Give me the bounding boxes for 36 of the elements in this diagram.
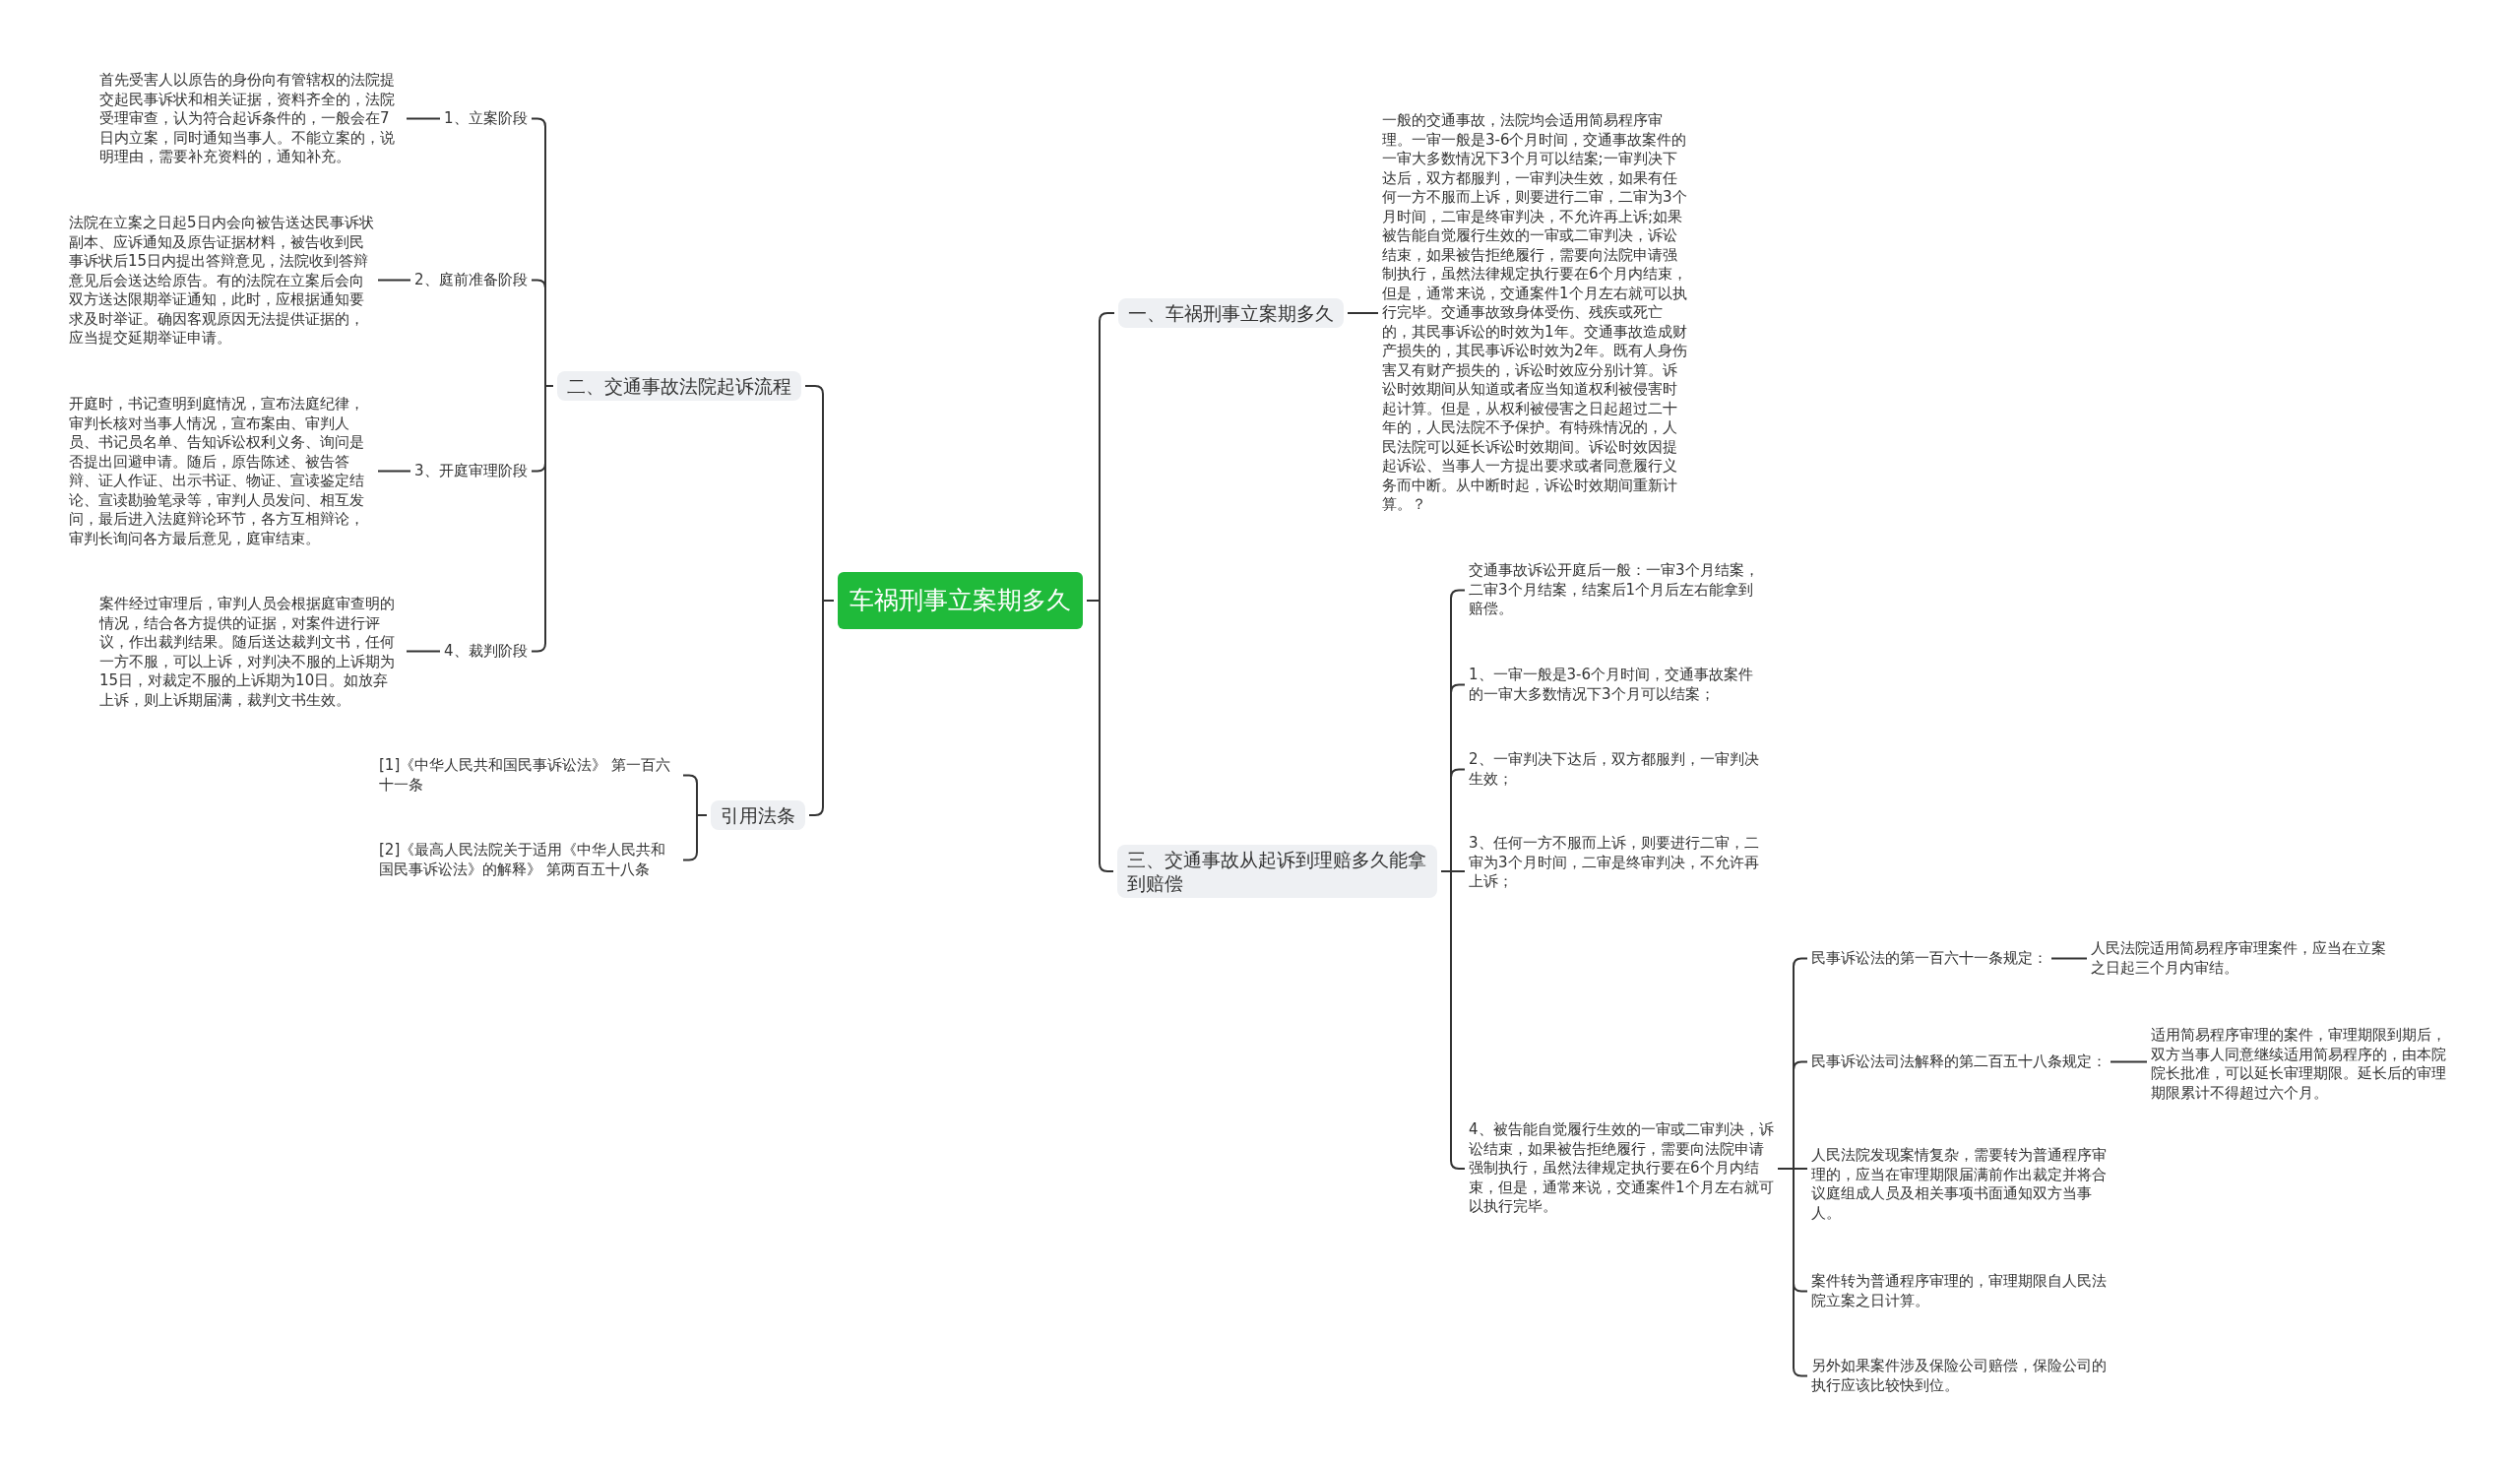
note-text: 3、任何一方不服而上诉，则要进行二审，二审为3个月时间，二审是终审判决，不允许再上诉； bbox=[1469, 834, 1769, 892]
note-text: 法院在立案之日起5日内会向被告送达民事诉状副本、应诉通知及原告证据材料，被告收到民事诉状后15日内提出答辩意见，法院收到答辩意见后会送达给原告。有的法院在立案后会向双方送达限期举证通知，此时，应根据通知要求及时举证。确因客观原因无法提供证据的，应当提交延期举证申请。 bbox=[69, 214, 374, 349]
note-text: 人民法院适用简易程序审理案件，应当在立案之日起三个月内审结。 bbox=[2091, 939, 2396, 978]
note-text: 开庭时，书记查明到庭情况，宣布法庭纪律，审判长核对当事人情况，宣布案由、审判人员、书记员名单、告知诉讼权利义务、询问是否提出回避申请。随后，原告陈述、被告答辩、证人作证、出示书证、物证、宣读鉴定结论、宣读勘验笔录等，审判人员发问、相互发问，最后进入法庭辩论环节，各方互相辩论，审判长询问各方最后意见，庭审结束。 bbox=[69, 395, 374, 548]
note-text: 首先受害人以原告的身份向有管辖权的法院提交起民事诉状和相关证据，资料齐全的，法院受理审查，认为符合起诉条件的，一般会在7日内立案，同时通知当事人。不能立案的，说明理由，需要补充资料的，通知补充。 bbox=[99, 71, 403, 167]
rule-label: 民事诉讼法司法解释的第二百五十八条规定： bbox=[1811, 1052, 2107, 1071]
citation-text: [2]《最高人民法院关于适用《中华人民共和国民事诉讼法》的解释》 第两百五十八条 bbox=[379, 841, 679, 879]
stage-label: 3、开庭审理阶段 bbox=[414, 462, 528, 480]
rule-label: 民事诉讼法的第一百六十一条规定： bbox=[1811, 949, 2048, 968]
branch-topic-box: 一、车祸刑事立案期多久 bbox=[1118, 298, 1344, 328]
connector-line bbox=[2110, 1060, 2148, 1063]
stage-label: 1、立案阶段 bbox=[444, 109, 528, 128]
note-text: 人民法院发现案情复杂，需要转为普通程序审理的，应当在审理期限届满前作出裁定并将合议庭组成人员及相关事项书面通知双方当事人。 bbox=[1811, 1146, 2114, 1223]
connector-line bbox=[406, 650, 441, 653]
note-text: 1、一审一般是3-6个月时间，交通事故案件的一审大多数情况下3个月可以结案； bbox=[1469, 666, 1764, 704]
stage-label: 2、庭前准备阶段 bbox=[414, 271, 528, 289]
note-text: 交通事故诉讼开庭后一般：一审3个月结案，二审3个月结案，结案后1个月后左右能拿到赔偿。 bbox=[1469, 561, 1764, 619]
note-text: 案件转为普通程序审理的，审理期限自人民法院立案之日计算。 bbox=[1811, 1272, 2114, 1310]
connector-line bbox=[377, 470, 411, 473]
note-text: 案件经过审理后，审判人员会根据庭审查明的情况，结合各方提供的证据，对案件进行评议，作出裁判结果。随后送达裁判文书，任何一方不服，可以上诉，对判决不服的上诉期为15日，对裁定不服的上诉期为10日。如放弃上诉，则上诉期届满，裁判文书生效。 bbox=[99, 595, 403, 710]
note-text: 4、被告能自觉履行生效的一审或二审判决，诉讼结束，如果被告拒绝履行，需要向法院申请强制执行，虽然法律规定执行要在6个月内结束，但是，通常来说，交通案件1个月左右就可以执行完毕。 bbox=[1469, 1120, 1774, 1217]
connector-line bbox=[1347, 312, 1379, 314]
connector-line bbox=[377, 279, 411, 282]
connector-line bbox=[2050, 957, 2088, 960]
note-text: 一般的交通事故，法院均会适用简易程序审理。一审一般是3-6个月时间，交通事故案件的一审大多数情况下3个月可以结案;一审判决下达后，双方都服判，一审判决生效，如果有任何一方不服而上诉，则要进行二审，二审为3个月时间，二审是终审判决，不允许再上诉;如果被告能自觉履行生效的一审或二审判决，诉讼结束，如果被告拒绝履行，需要向法院申请强制执行，虽然法律规定执行要在6个月内结束，但是，通常来说，交通案件1个月左右就可以执行完毕。交通事故致身体受伤、残疾或死亡的，其民事诉讼的时效为1年。交通事故造成财产损失的，其民事诉讼时效为2年。既有人身伤害又有财产损失的，诉讼时效应分别计算。诉讼时效期间从知道或者应当知道权利被侵害时起计算。但是，从权利被侵害之日起超过二十年的，人民法院不予保护。有特殊情况的，人民法院可以延长诉讼时效期间。诉讼时效因提起诉讼、当事人一方提出要求或者同意履行义务而中断。从中断时起，诉讼时效期间重新计算。？ bbox=[1382, 111, 1689, 515]
branch-topic-box: 三、交通事故从起诉到理赔多久能拿到赔偿 bbox=[1117, 845, 1437, 898]
root-topic-box: 车祸刑事立案期多久 bbox=[838, 572, 1083, 629]
note-text: 适用简易程序审理的案件，审理期限到期后，双方当事人同意继续适用简易程序的，由本院院长批准，可以延长审理期限。延长后的审理期限累计不得超过六个月。 bbox=[2151, 1026, 2458, 1103]
branch-topic-box: 引用法条 bbox=[711, 800, 805, 830]
connector-line bbox=[406, 117, 441, 120]
note-text: 2、一审判决下达后，双方都服判，一审判决生效； bbox=[1469, 750, 1769, 789]
stage-label: 4、裁判阶段 bbox=[444, 642, 528, 661]
branch-topic-box: 二、交通事故法院起诉流程 bbox=[557, 371, 801, 401]
connector-line bbox=[682, 814, 708, 861]
note-text: 另外如果案件涉及保险公司赔偿，保险公司的执行应该比较快到位。 bbox=[1811, 1357, 2114, 1395]
citation-text: [1]《中华人民共和国民事诉讼法》 第一百六十一条 bbox=[379, 756, 679, 795]
